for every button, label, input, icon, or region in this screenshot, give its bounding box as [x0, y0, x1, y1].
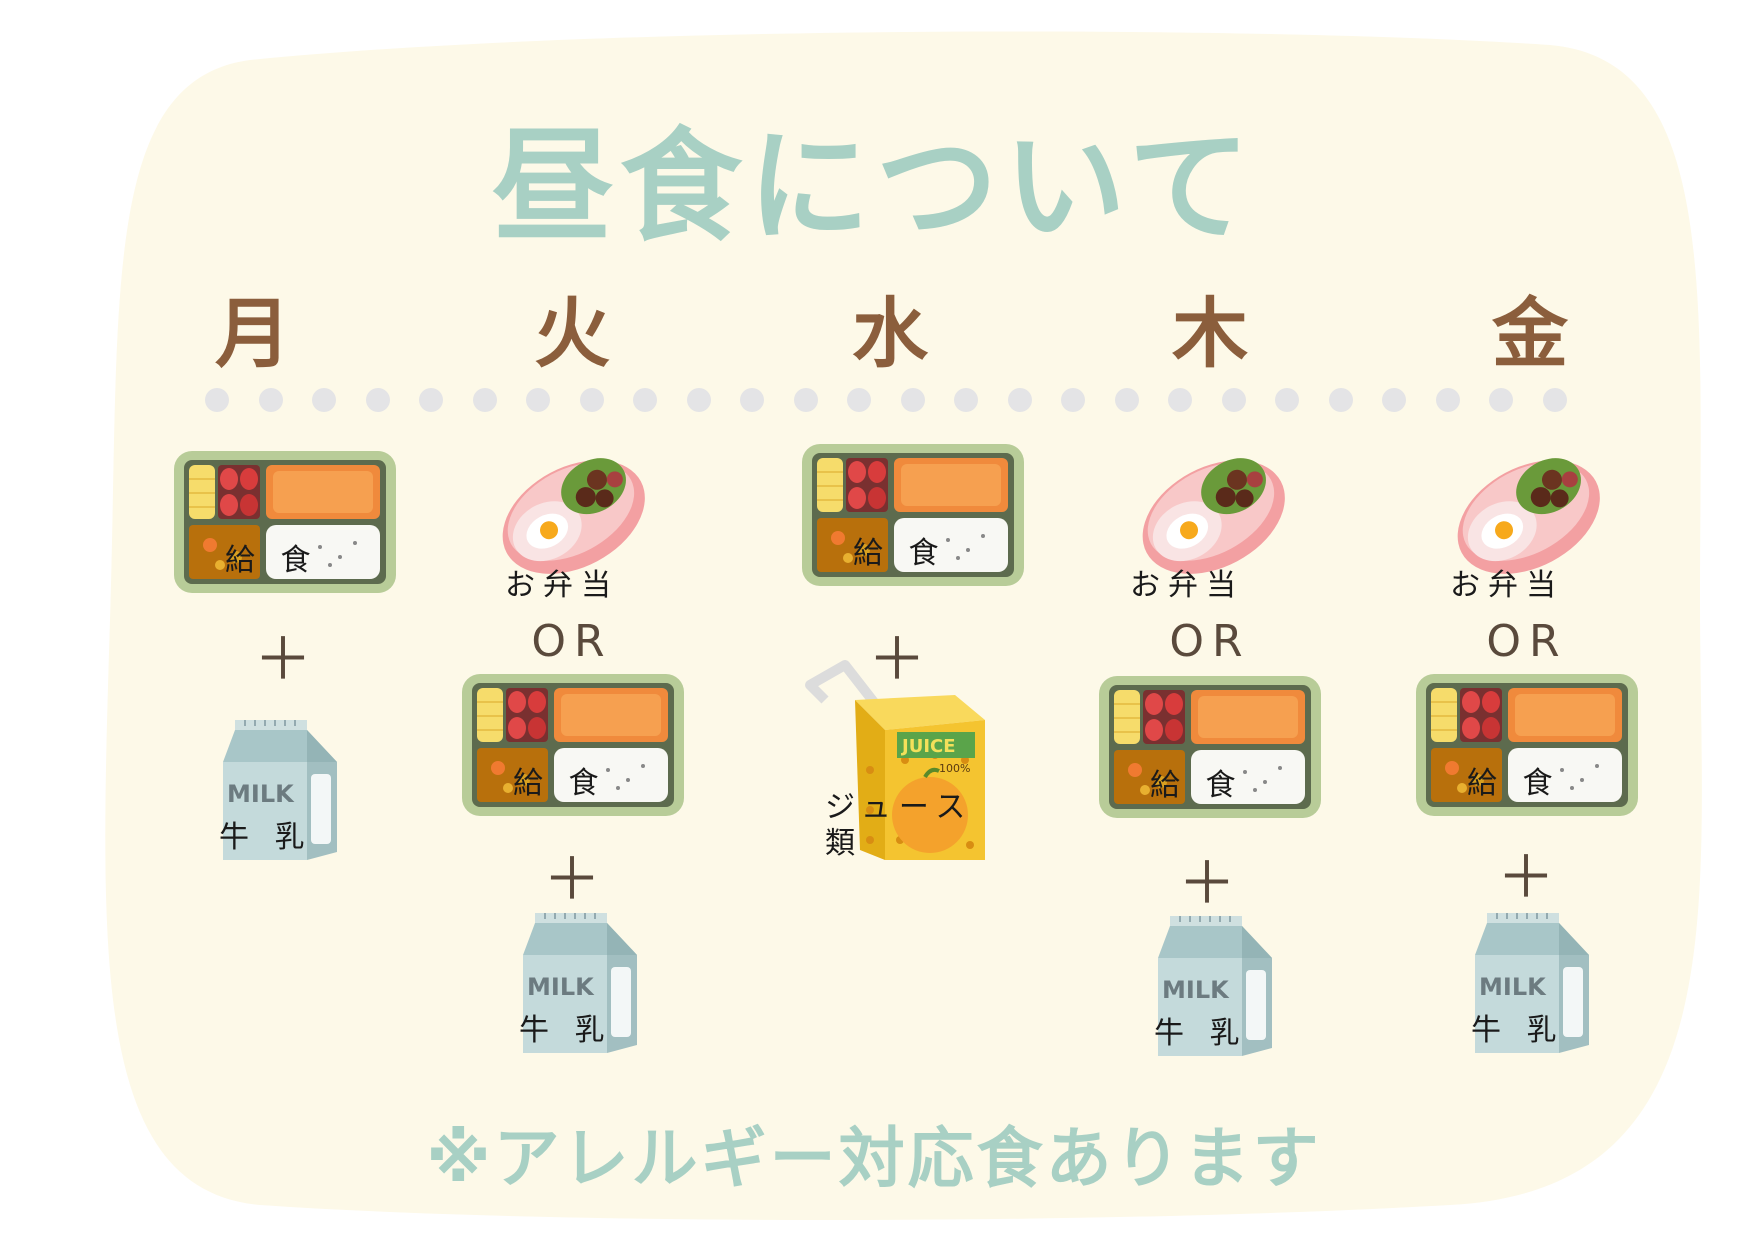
divider-dot	[900, 388, 925, 412]
milk-carton-icon: MILK	[1475, 913, 1589, 1053]
plus-sign: ＋	[253, 625, 312, 693]
monday-kyushoku: 給 食	[170, 447, 400, 597]
divider-dot	[847, 388, 871, 412]
divider-dot	[633, 388, 657, 412]
milk-label: 牛 乳	[1471, 1013, 1565, 1048]
juice-label: ジュース類	[825, 790, 974, 861]
milk-carton-text: MILK	[1479, 973, 1547, 1001]
kyushoku-label: 給 食	[853, 536, 947, 571]
milk-carton-text: MILK	[227, 780, 295, 808]
kyushoku-label: 給 食	[1467, 766, 1561, 801]
friday-bento	[1445, 430, 1605, 590]
divider-dot	[1382, 388, 1406, 412]
divider-dot	[1168, 388, 1192, 412]
divider-dot	[526, 388, 550, 412]
lunch-tray-icon	[1099, 676, 1321, 818]
milk-carton-icon: MILK	[523, 913, 637, 1053]
milk-carton-icon: MILK	[1158, 916, 1272, 1056]
bento-box-icon	[502, 458, 645, 574]
day-label-friday: 金	[1492, 289, 1568, 378]
divider-dot	[1275, 388, 1299, 412]
milk-carton-text: MILK	[1162, 976, 1230, 1004]
wednesday-kyushoku: 給 食	[798, 440, 1028, 590]
plus-sign: ＋	[542, 845, 601, 913]
or-label: OR	[1486, 616, 1568, 667]
divider-dot	[954, 388, 978, 412]
divider-dot	[1435, 388, 1460, 412]
divider-dot	[1061, 388, 1085, 412]
plus-sign: ＋	[1177, 849, 1236, 917]
friday-milk: MILK 牛 乳	[1467, 905, 1597, 1055]
thursday-bento	[1130, 430, 1290, 590]
lunch-tray-icon	[174, 451, 396, 593]
tuesday-bento	[490, 430, 650, 590]
divider-dot	[740, 388, 764, 412]
divider-dot	[1542, 388, 1567, 412]
day-label-wednesday: 水	[852, 289, 928, 378]
divider-dot	[365, 388, 390, 412]
divider-dot	[1007, 388, 1032, 412]
tuesday-kyushoku: 給 食	[458, 670, 688, 820]
or-label: OR	[531, 616, 613, 667]
or-label: OR	[1169, 616, 1251, 667]
obento-label: お弁当	[1130, 568, 1244, 603]
tuesday-milk: MILK 牛 乳	[515, 905, 645, 1055]
divider-dot	[1489, 388, 1513, 412]
kyushoku-label: 給 食	[513, 766, 607, 801]
divider-dot	[419, 388, 443, 412]
divider-dot	[1114, 388, 1139, 412]
day-label-thursday: 木	[1172, 289, 1248, 378]
day-label-tuesday: 火	[534, 289, 610, 378]
plus-sign: ＋	[867, 625, 926, 693]
milk-carton-icon: MILK	[223, 720, 337, 860]
divider-dot	[686, 388, 711, 412]
milk-label: 牛 乳	[1154, 1016, 1248, 1051]
juice-box-text: JUICE	[900, 736, 956, 757]
page-title: 昼食について	[491, 116, 1257, 258]
lunch-tray-icon	[462, 674, 684, 816]
allergy-note: ※アレルギー対応食あります	[426, 1120, 1322, 1197]
divider-dot	[579, 388, 604, 412]
milk-label: 牛 乳	[519, 1013, 613, 1048]
thursday-milk: MILK 牛 乳	[1150, 908, 1280, 1058]
divider-dot	[312, 388, 336, 412]
juice-percent-text: 100%	[939, 762, 970, 775]
divider-dot	[258, 388, 283, 412]
milk-carton-text: MILK	[527, 973, 595, 1001]
wednesday-juice: JUICE 100% ジュース類	[805, 660, 1005, 870]
kyushoku-label: 給 食	[225, 543, 319, 578]
day-label-monday: 月	[215, 289, 291, 378]
monday-milk: MILK 牛 乳	[215, 712, 345, 862]
thursday-kyushoku: 給 食	[1095, 672, 1325, 822]
dotted-divider	[205, 388, 1567, 418]
plus-sign: ＋	[1496, 843, 1555, 911]
divider-dot	[793, 388, 818, 412]
obento-label: お弁当	[1450, 568, 1564, 603]
friday-kyushoku: 給 食	[1412, 670, 1642, 820]
divider-dot	[205, 388, 229, 412]
lunch-tray-icon	[802, 444, 1024, 586]
bento-box-icon	[1142, 458, 1285, 574]
divider-dot	[472, 388, 497, 412]
milk-label: 牛 乳	[219, 820, 313, 855]
bento-box-icon	[1457, 458, 1600, 574]
kyushoku-label: 給 食	[1150, 768, 1244, 803]
lunch-tray-icon	[1416, 674, 1638, 816]
obento-label: お弁当	[505, 568, 619, 603]
divider-dot	[1221, 388, 1246, 412]
juice-box-icon: JUICE 100%	[805, 660, 985, 860]
divider-dot	[1328, 388, 1353, 412]
